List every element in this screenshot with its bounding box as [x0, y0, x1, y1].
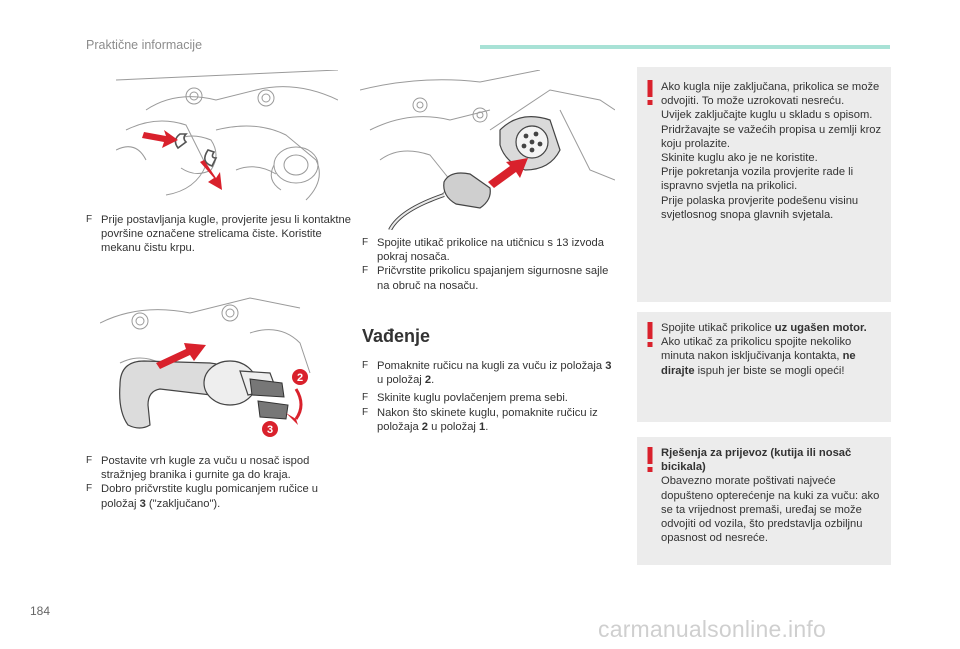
bullet-marker: F	[362, 265, 369, 277]
bullet-marker: F	[86, 214, 93, 225]
figure-contact-surfaces	[116, 70, 338, 202]
page-number: 184	[30, 604, 51, 618]
red-arrow-icon	[488, 158, 528, 188]
warning-exclamation-icon	[647, 322, 653, 347]
red-arrow-icon	[156, 343, 206, 369]
bullet-marker: F	[86, 483, 93, 495]
warning-box-engine-off: Spojite utikač prikolice uz ugašen motor…	[637, 312, 891, 422]
figure-trailer-socket	[360, 70, 615, 230]
header-accent-bar	[480, 45, 890, 49]
warning-text: Ako kugla nije zaključana, prikolica se …	[661, 81, 882, 221]
step-badge-3: 3	[262, 421, 278, 437]
warning-text: Spojite utikač prikolice uz ugašen motor…	[661, 322, 867, 377]
svg-text:2: 2	[297, 372, 303, 384]
warning-text: Rješenja za prijevoz (kutija ili nosač b…	[661, 447, 880, 545]
svg-text:3: 3	[267, 424, 273, 436]
bullet-marker: F	[362, 237, 369, 248]
bullet-marker: F	[86, 455, 93, 466]
step-badge-2: 2	[292, 369, 308, 385]
warning-box-locking: Ako kugla nije zaključana, prikolica se …	[637, 67, 891, 302]
figure-tow-ball-lock: 2 3	[100, 293, 348, 441]
red-arrow-icon	[142, 130, 178, 148]
section-heading-removal: Vađenje	[362, 326, 431, 346]
bullet-marker: F	[362, 392, 369, 404]
warning-box-transport: Rješenja za prijevoz (kutija ili nosač b…	[637, 437, 891, 565]
bullet-marker: F	[362, 360, 369, 371]
red-arrow-icon	[200, 160, 222, 190]
header-section-title: Praktične informacije	[86, 38, 203, 52]
warning-exclamation-icon	[647, 447, 653, 472]
bullet-marker: F	[362, 406, 369, 418]
warning-exclamation-icon	[647, 80, 653, 105]
watermark: carmanualsonline.info	[598, 616, 826, 642]
